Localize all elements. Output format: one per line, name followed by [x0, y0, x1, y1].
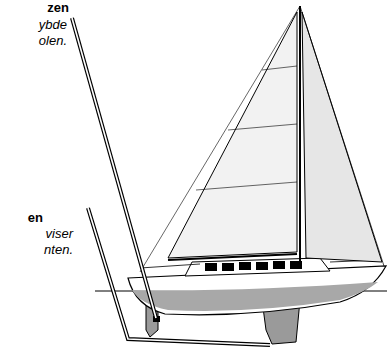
hull-band	[132, 282, 378, 311]
callout-heading: en	[3, 210, 43, 226]
cabin-windows	[205, 261, 302, 271]
leader-line	[72, 18, 156, 318]
callout-text: ybde olen.	[27, 17, 67, 49]
forestay	[300, 6, 384, 266]
leader-line	[72, 18, 156, 318]
mainsail	[168, 12, 297, 258]
mast	[299, 6, 301, 262]
leader-line	[88, 208, 270, 345]
boom	[168, 254, 297, 260]
backstay	[140, 6, 300, 272]
sail-battens	[196, 66, 297, 190]
callout-heading: zen	[19, 0, 69, 16]
callout-text: viser nten.	[33, 226, 73, 258]
cabin	[185, 258, 330, 276]
leader-line	[88, 208, 270, 345]
rail	[140, 264, 200, 268]
